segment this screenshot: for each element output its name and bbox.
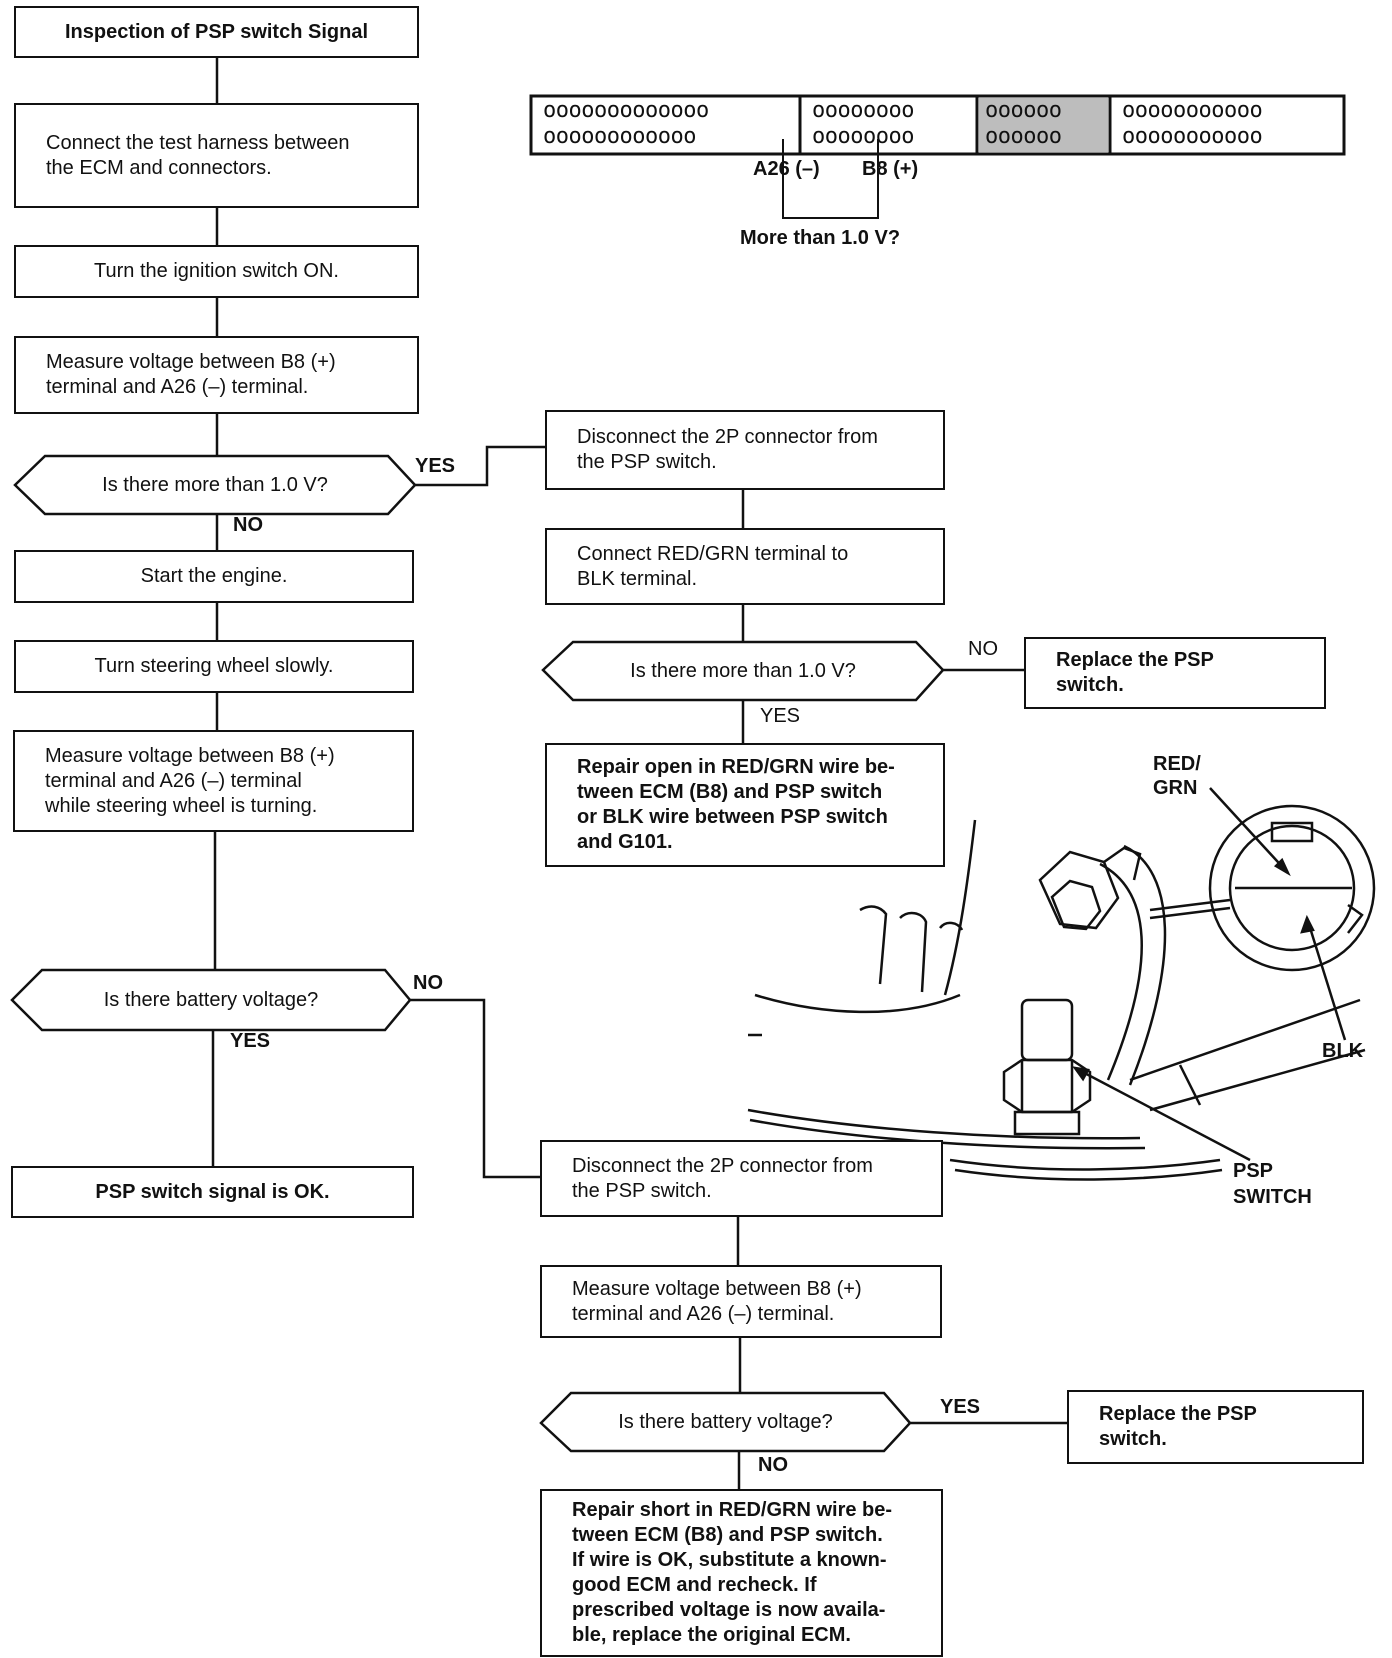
step-replace-psp-2: Replace the PSP switch. bbox=[1067, 1390, 1364, 1464]
step-ignition-on: Turn the ignition switch ON. bbox=[14, 245, 419, 298]
pin-a26-label: A26 (–) bbox=[753, 158, 820, 180]
pin-b8-label: B8 (+) bbox=[862, 158, 919, 180]
decision-more-than-1v-2: Is there more than 1.0 V? bbox=[630, 659, 856, 682]
answer-no-3: NO bbox=[968, 638, 998, 660]
step-measure-voltage-1: Measure voltage between B8 (+) terminal … bbox=[14, 336, 419, 414]
decision-shapes bbox=[10, 454, 945, 1453]
decision-battery-voltage-1: Is there battery voltage? bbox=[103, 988, 319, 1011]
label-psp-switch: PSP SWITCH bbox=[1233, 1160, 1312, 1208]
ecm-connector bbox=[529, 94, 1346, 219]
step-repair-short: Repair short in RED/GRN wire be- tween E… bbox=[540, 1489, 943, 1657]
connector-pins-row2-d: ooooooooooo bbox=[1122, 124, 1263, 149]
connector-pins-row1-c: oooooo bbox=[985, 98, 1062, 123]
step-measure-voltage-2: Measure voltage between B8 (+) terminal … bbox=[540, 1265, 942, 1338]
connector-pins-row2-c: oooooo bbox=[985, 124, 1062, 149]
connector-pins-row1-d: ooooooooooo bbox=[1122, 98, 1263, 123]
step-repair-open: Repair open in RED/GRN wire be- tween EC… bbox=[545, 743, 945, 867]
answer-yes-2: YES bbox=[230, 1030, 271, 1052]
decision-more-than-1v: Is there more than 1.0 V? bbox=[102, 473, 328, 496]
decision-battery-voltage-2: Is there battery voltage? bbox=[618, 1410, 833, 1433]
step-measure-while-turning: Measure voltage between B8 (+) terminal … bbox=[13, 730, 414, 832]
connector-question: More than 1.0 V? bbox=[740, 227, 901, 249]
answer-yes-3: YES bbox=[760, 705, 801, 727]
label-red-grn: RED/ GRN bbox=[1153, 753, 1201, 799]
step-turn-steering-wheel: Turn steering wheel slowly. bbox=[14, 640, 414, 693]
step-replace-psp-1: Replace the PSP switch. bbox=[1024, 637, 1326, 709]
answer-yes-4: YES bbox=[940, 1396, 981, 1418]
step-connect-harness: Connect the test harness between the ECM… bbox=[14, 103, 419, 208]
answer-no-1: NO bbox=[233, 514, 263, 536]
step-disconnect-2p-2: Disconnect the 2P connector from the PSP… bbox=[540, 1140, 943, 1217]
connector-pins-row1-a: ooooooooooooo bbox=[543, 98, 709, 123]
connector-pins-row1-b: oooooooo bbox=[812, 98, 914, 123]
answer-yes-1: YES bbox=[415, 455, 456, 477]
connector-pins-row2-b: oooooooo bbox=[812, 124, 914, 149]
label-blk: BLK bbox=[1322, 1040, 1364, 1062]
answer-no-2: NO bbox=[413, 972, 443, 994]
step-connect-red-grn-blk: Connect RED/GRN terminal to BLK terminal… bbox=[545, 528, 945, 605]
step-disconnect-2p-1: Disconnect the 2P connector from the PSP… bbox=[545, 410, 945, 490]
answer-no-4: NO bbox=[758, 1454, 788, 1476]
step-start-engine: Start the engine. bbox=[14, 550, 414, 603]
step-psp-signal-ok: PSP switch signal is OK. bbox=[11, 1166, 414, 1218]
step-inspection: Inspection of PSP switch Signal bbox=[14, 6, 419, 58]
connector-pins-row2-a: oooooooooooo bbox=[543, 124, 696, 149]
